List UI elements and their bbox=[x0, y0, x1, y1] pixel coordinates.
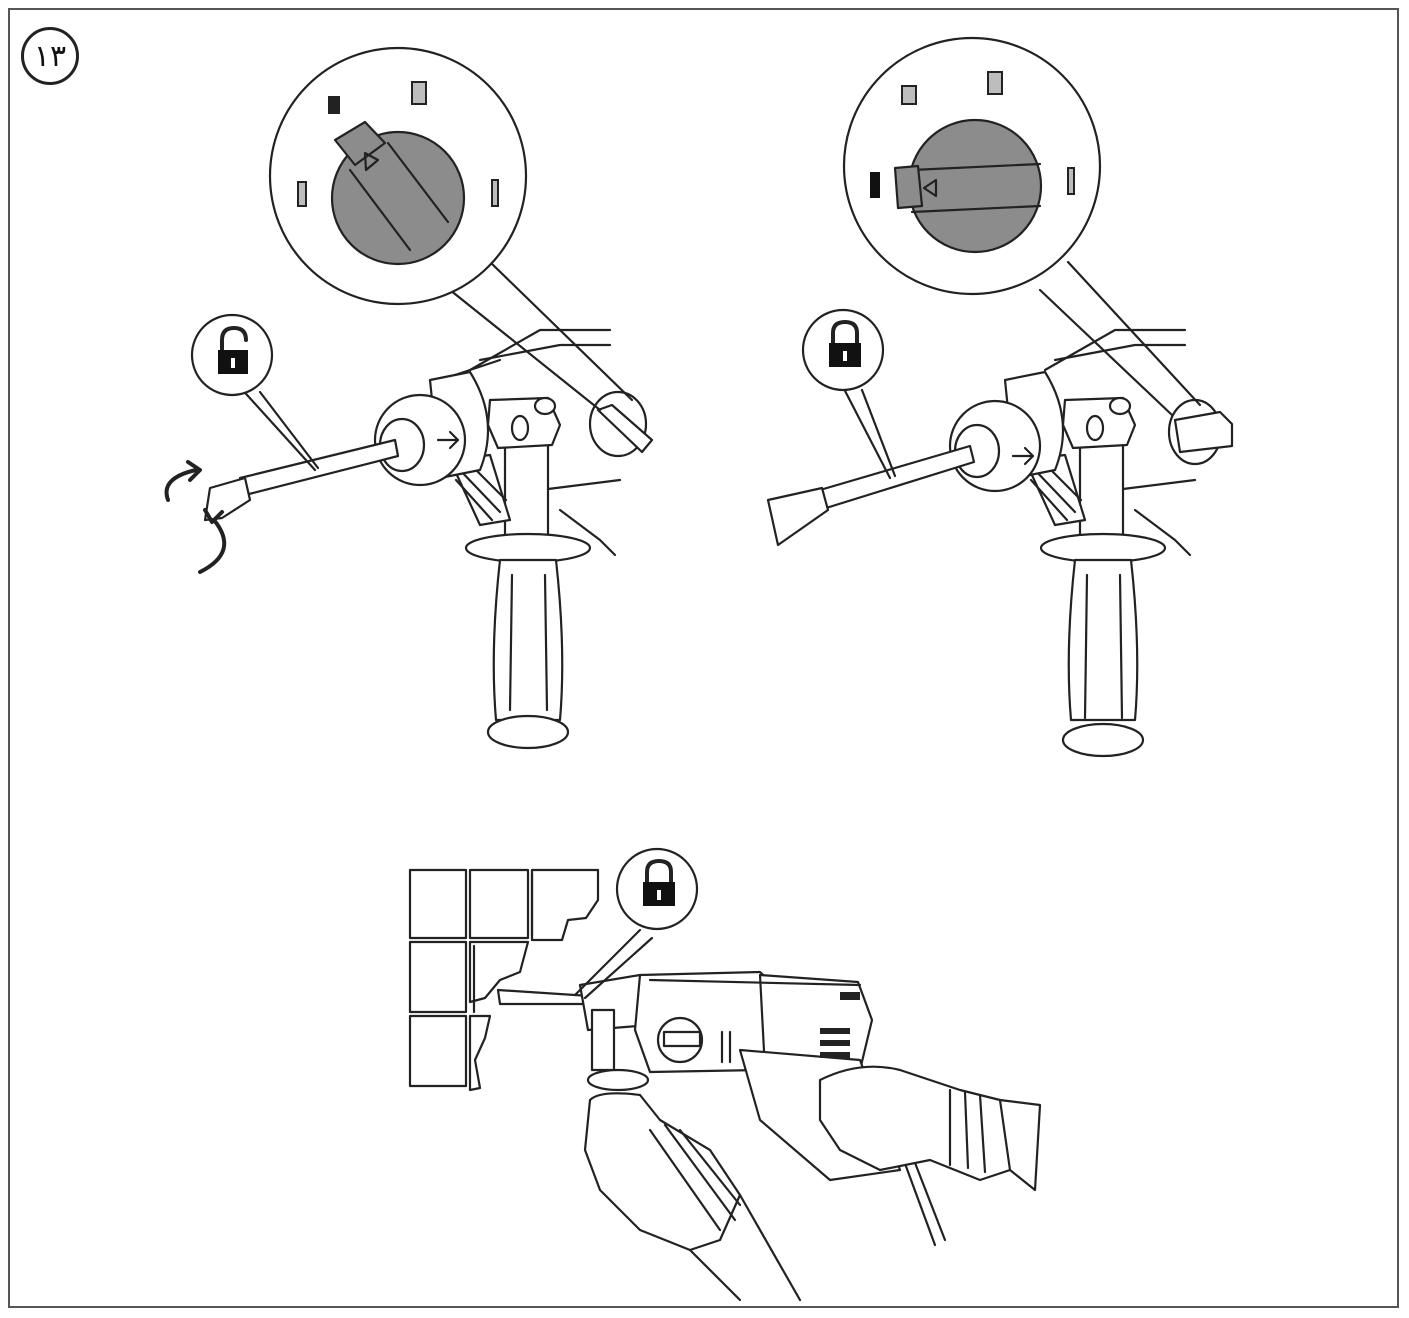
mode-selector-knob bbox=[1167, 398, 1234, 466]
left-gloved-hand bbox=[583, 1092, 802, 1302]
panel-tile-removal bbox=[408, 847, 1042, 1302]
handle-clamp bbox=[1061, 396, 1137, 450]
chisel-bit bbox=[496, 988, 592, 1006]
dial-magnifier bbox=[842, 36, 1202, 417]
chisel-bit bbox=[203, 438, 400, 522]
mode-selector-knob bbox=[588, 390, 654, 458]
panel-lock-chisel bbox=[766, 36, 1234, 758]
wall-tiles bbox=[408, 868, 600, 1092]
step-number-badge: ۱۳ bbox=[21, 27, 79, 85]
chisel-symbol-icon bbox=[297, 181, 307, 207]
dial-magnifier bbox=[268, 46, 634, 412]
chisel-symbol-icon bbox=[870, 172, 880, 198]
unlocked-padlock-icon bbox=[190, 313, 320, 472]
locked-padlock-icon bbox=[573, 847, 699, 1000]
chuck bbox=[373, 370, 490, 487]
chisel-adjust-symbol-icon bbox=[901, 85, 917, 105]
drill-symbol-icon bbox=[1067, 167, 1075, 195]
chisel-bit bbox=[766, 444, 976, 547]
figure-frame bbox=[8, 8, 1399, 1308]
side-handle bbox=[586, 1008, 650, 1092]
right-gloved-hand bbox=[818, 1065, 1042, 1192]
panel-rotate-chisel bbox=[164, 46, 654, 750]
drill-symbol-icon bbox=[491, 179, 499, 207]
locked-padlock-icon bbox=[801, 308, 897, 480]
side-handle bbox=[1039, 418, 1167, 758]
hammer-drill-symbol-icon bbox=[987, 71, 1003, 95]
rotation-arrows-icon bbox=[164, 460, 227, 574]
chisel-adjust-symbol-icon bbox=[328, 96, 340, 114]
hammer-drill-symbol-icon bbox=[411, 81, 427, 105]
drill-body-outline bbox=[1043, 328, 1197, 557]
handle-clamp bbox=[486, 396, 562, 450]
